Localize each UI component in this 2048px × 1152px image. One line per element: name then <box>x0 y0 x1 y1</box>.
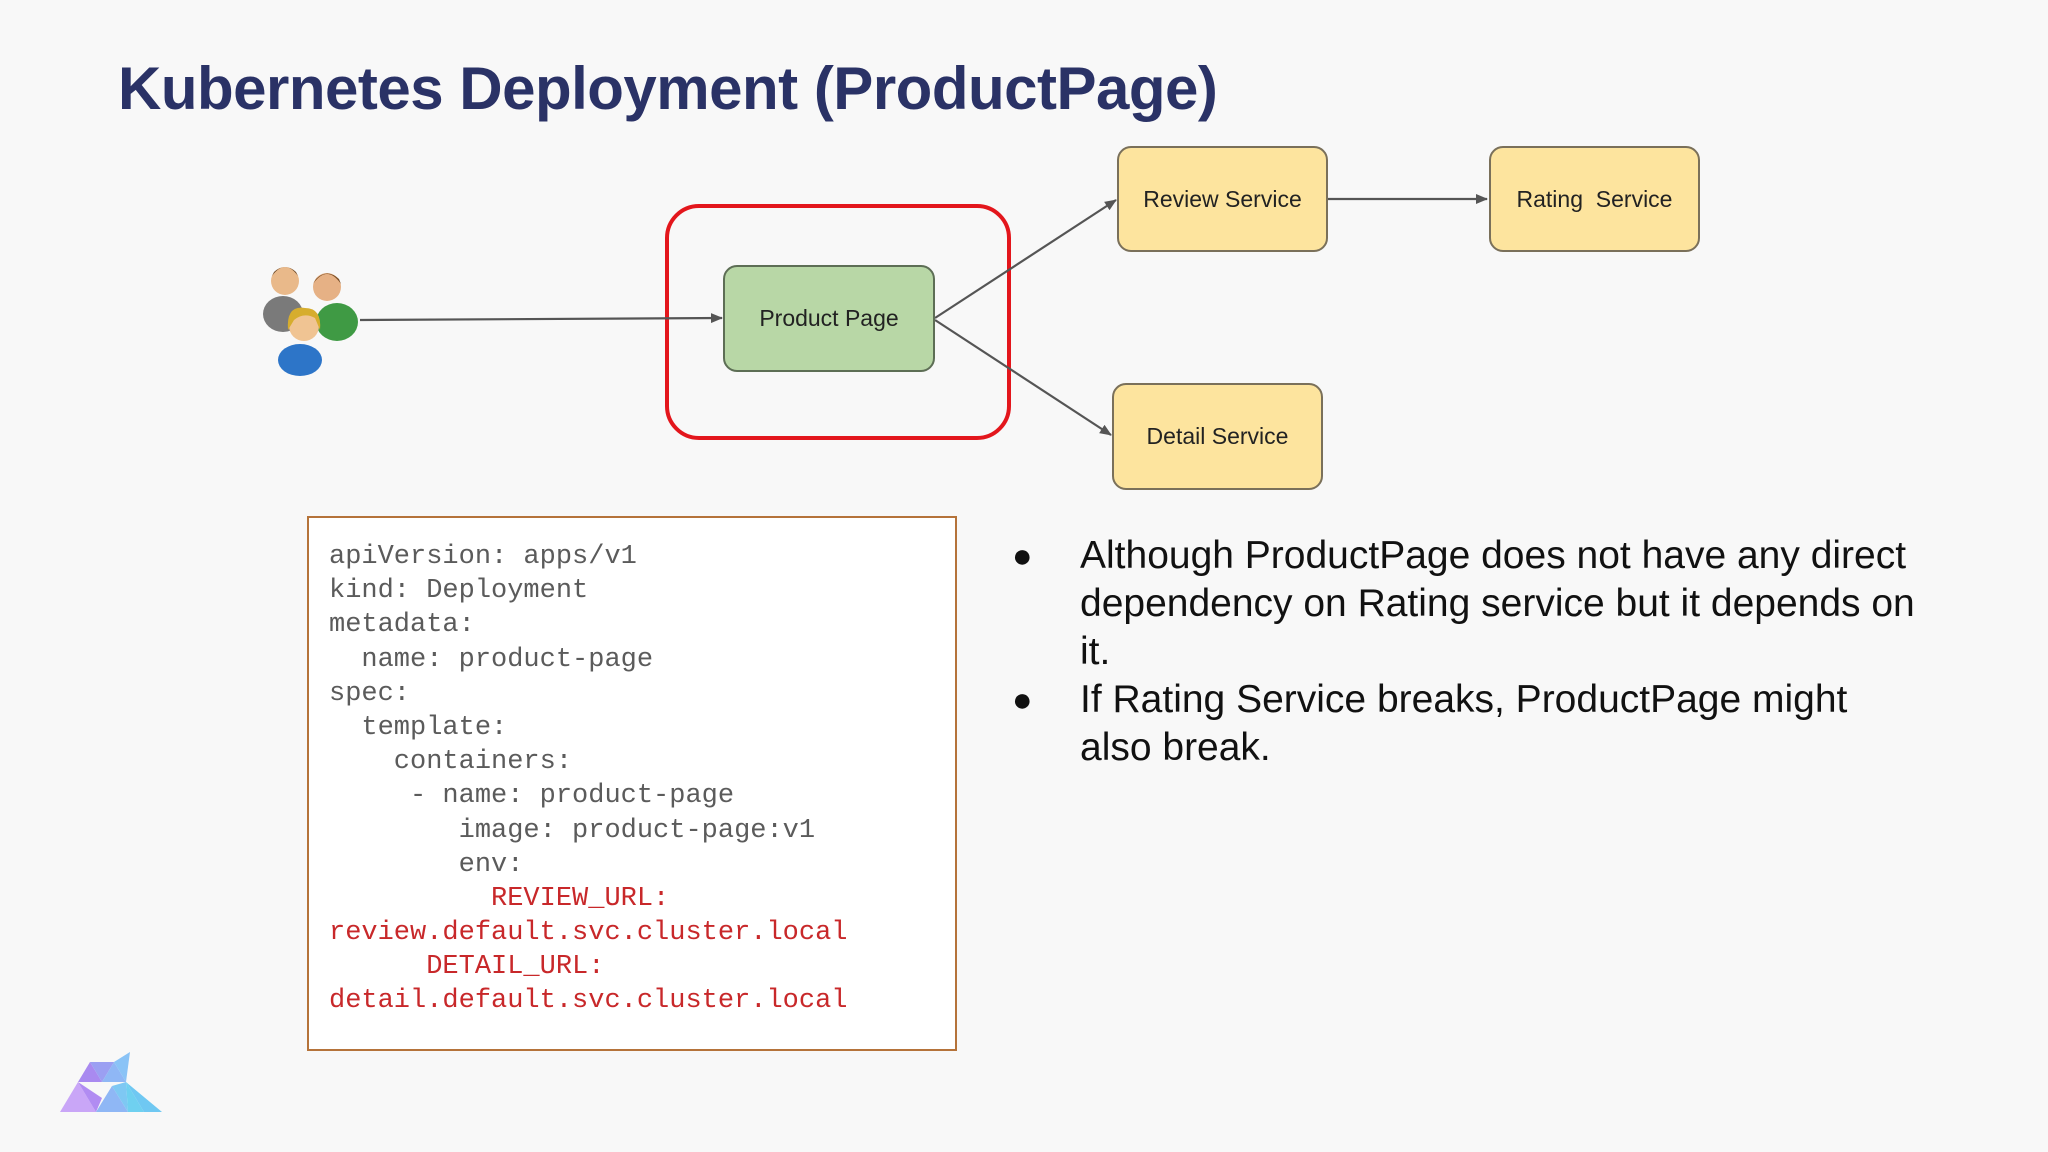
code-line-highlight: REVIEW_URL: <box>329 883 670 914</box>
code-line-highlight: review.default.svc.cluster.local <box>329 918 848 949</box>
code-line: metadata: <box>329 610 475 641</box>
bullet-item: ● If Rating Service breaks, ProductPage … <box>1000 676 1920 772</box>
code-line: spec: <box>329 678 411 709</box>
bullet-dot-icon: ● <box>1012 681 1033 719</box>
product-page-node: Product Page <box>723 265 935 372</box>
slide-title: Kubernetes Deployment (ProductPage) <box>118 55 1218 122</box>
review-service-node: Review Service <box>1117 146 1328 252</box>
rating-service-node: Rating Service <box>1489 146 1700 252</box>
review-service-label: Review Service <box>1143 185 1302 212</box>
arrow-users-to-product <box>359 313 723 324</box>
code-line-highlight: DETAIL_URL: <box>329 952 605 983</box>
code-line: name: product-page <box>329 644 654 675</box>
detail-service-label: Detail Service <box>1146 423 1289 449</box>
code-line: containers: <box>329 747 573 778</box>
code-line: image: product-page:v1 <box>329 815 816 846</box>
bullet-item: ● Although ProductPage does not have any… <box>1000 532 1920 676</box>
code-line: template: <box>329 712 508 743</box>
bullet-list: ● Although ProductPage does not have any… <box>1000 532 1920 772</box>
arrow-product-to-review <box>934 199 1117 319</box>
code-line: - name: product-page <box>329 781 735 812</box>
company-logo-icon <box>60 1052 162 1112</box>
bullet-text: Although ProductPage does not have any d… <box>1080 534 1915 673</box>
bullet-dot-icon: ● <box>1012 537 1033 575</box>
users-group-icon <box>263 267 358 376</box>
architecture-diagram <box>263 194 1488 440</box>
code-line: kind: Deployment <box>329 576 589 607</box>
code-line-highlight: detail.default.svc.cluster.local <box>329 986 848 1017</box>
rating-service-label: Rating Service <box>1516 185 1673 212</box>
code-line: apiVersion: apps/v1 <box>329 542 637 572</box>
deployment-yaml-block: apiVersion: apps/v1 kind: Deployment met… <box>307 516 957 1051</box>
code-line: env: <box>329 849 524 880</box>
highlight-box <box>665 204 1011 440</box>
arrow-product-to-detail <box>934 319 1112 436</box>
bullet-text: If Rating Service breaks, ProductPage mi… <box>1080 678 1848 769</box>
detail-service-node: Detail Service <box>1112 383 1323 490</box>
product-page-label: Product Page <box>759 305 899 331</box>
